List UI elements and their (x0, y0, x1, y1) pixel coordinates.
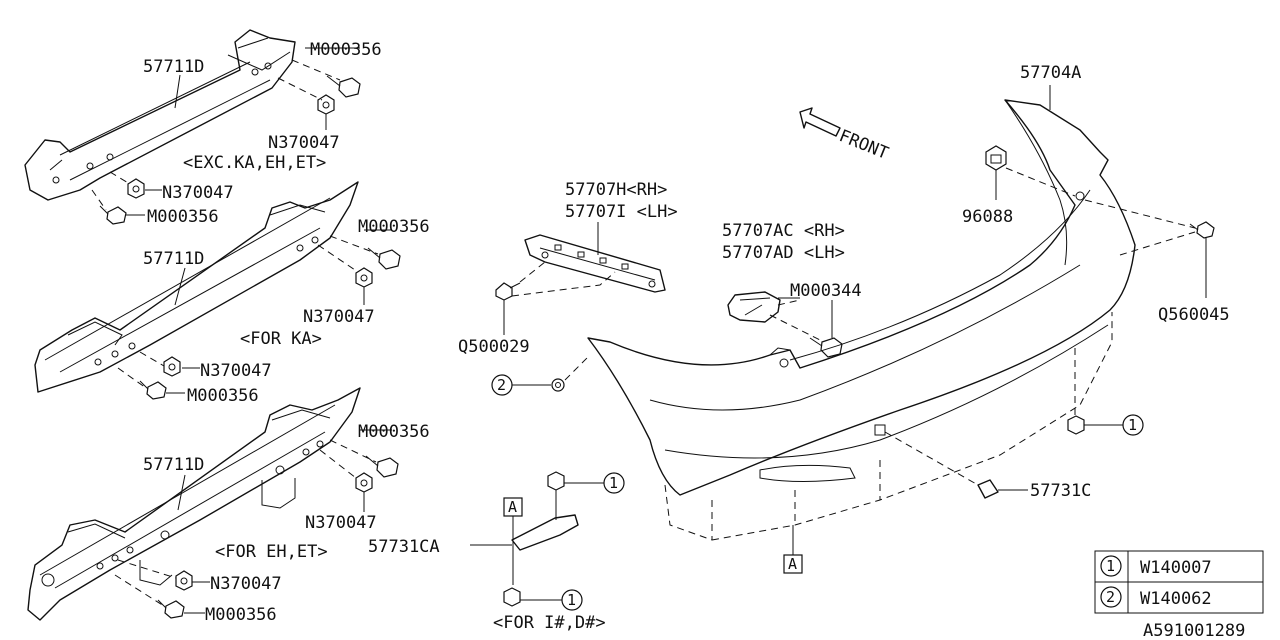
ref-a-left-text: A (508, 498, 517, 516)
label-front: FRONT (836, 126, 891, 164)
label-variant-for-i-d: <FOR I#,D#> (493, 613, 606, 633)
label-m000356-lower-2: M000356 (205, 605, 277, 625)
fastener-middle-bolt-2[interactable] (139, 380, 167, 400)
label-57711d-upper: 57711D (143, 57, 204, 77)
label-n370047-middle-2: N370047 (200, 361, 272, 381)
fastener-upper-nut-1[interactable] (317, 94, 335, 115)
label-n370047-lower-2: N370047 (210, 574, 282, 594)
label-m000356-middle-2: M000356 (187, 386, 259, 406)
clip-q500029[interactable] (495, 282, 521, 335)
callout-2-left-text: 2 (497, 376, 506, 394)
legend-mark-2 (1100, 586, 1122, 608)
ref-a-bumper-text: A (788, 555, 797, 573)
label-m000344: M000344 (790, 281, 862, 301)
fastener-m000344[interactable] (809, 337, 843, 358)
label-variant-for-eh-et: <FOR EH,ET> (215, 542, 328, 562)
callout-circle-2-left (491, 374, 513, 396)
label-n370047-upper-1: N370047 (268, 133, 340, 153)
label-q500029: Q500029 (458, 337, 530, 357)
callout-circle-1-upper (603, 472, 625, 494)
clip-callout-2[interactable] (551, 378, 565, 392)
callout-1-lower-text: 1 (567, 591, 576, 609)
reinforcement-upper[interactable] (24, 29, 296, 201)
fastener-upper-bolt-2[interactable] (99, 205, 127, 225)
clip-96088[interactable] (985, 145, 1007, 171)
fastener-callout-1-lower[interactable] (503, 587, 521, 607)
cover-57731ca[interactable] (511, 514, 579, 551)
screw-q560045[interactable] (1189, 221, 1215, 239)
callout-circle-1-right (1122, 414, 1144, 436)
label-57707ad-lh: 57707AD <LH> (722, 243, 845, 263)
label-57711d-middle: 57711D (143, 249, 204, 269)
label-n370047-lower-1: N370047 (305, 513, 377, 533)
label-57731ca: 57731CA (368, 537, 440, 557)
label-57707i-lh: 57707I <LH> (565, 202, 678, 222)
label-57711d-lower: 57711D (143, 455, 204, 475)
label-m000356-upper-1: M000356 (310, 40, 382, 60)
fastener-lower-bolt-1[interactable] (365, 455, 399, 478)
ref-a-bumper-box (783, 554, 803, 574)
diagram-id: A591001289 (1143, 621, 1245, 640)
bumper-face-57704a[interactable] (587, 99, 1136, 496)
callout-circle-1-lower (561, 589, 583, 611)
label-n370047-upper-2: N370047 (162, 183, 234, 203)
callout-1-right-text: 1 (1128, 416, 1137, 434)
side-bracket-57707h[interactable] (524, 234, 666, 293)
label-variant-exc-ka-eh-et: <EXC.KA,EH,ET> (183, 153, 326, 173)
legend-mark-1-text: 1 (1106, 557, 1115, 575)
cover-57731c[interactable] (977, 479, 999, 499)
reinforcement-lower[interactable] (27, 387, 361, 621)
label-variant-for-ka: <FOR KA> (240, 329, 322, 349)
label-n370047-middle-1: N370047 (303, 307, 375, 327)
callout-1-upper-text: 1 (609, 474, 618, 492)
fastener-middle-nut-1[interactable] (355, 267, 373, 288)
legend-table: 1 W140007 2 W140062 (1094, 550, 1264, 614)
fastener-lower-nut-2[interactable] (175, 570, 193, 591)
label-q560045: Q560045 (1158, 305, 1230, 325)
fastener-middle-nut-2[interactable] (163, 356, 181, 377)
reinforcement-middle[interactable] (34, 181, 359, 393)
label-m000356-middle-1: M000356 (358, 217, 430, 237)
label-57704a: 57704A (1020, 63, 1081, 83)
label-57731c: 57731C (1030, 481, 1091, 501)
fastener-lower-nut-1[interactable] (355, 472, 373, 493)
fastener-upper-nut-2[interactable] (127, 178, 145, 199)
fastener-upper-bolt-1[interactable] (326, 75, 361, 98)
label-57707h-rh: 57707H<RH> (565, 180, 667, 200)
label-96088: 96088 (962, 207, 1013, 227)
label-57707ac-rh: 57707AC <RH> (722, 221, 845, 241)
fastener-lower-bolt-2[interactable] (157, 599, 185, 619)
label-m000356-upper-2: M000356 (147, 207, 219, 227)
fastener-callout-1-right[interactable] (1067, 415, 1085, 435)
fastener-middle-bolt-1[interactable] (367, 247, 401, 270)
legend-part-1: W140007 (1140, 558, 1212, 578)
fastener-callout-1-upper[interactable] (547, 471, 565, 520)
legend-mark-1 (1100, 555, 1122, 577)
legend-mark-2-text: 2 (1106, 588, 1115, 606)
label-m000356-lower-1: M000356 (358, 422, 430, 442)
front-direction-arrow (799, 107, 841, 137)
side-bracket-57707ac[interactable] (727, 291, 781, 323)
legend-part-2: W140062 (1140, 589, 1212, 609)
